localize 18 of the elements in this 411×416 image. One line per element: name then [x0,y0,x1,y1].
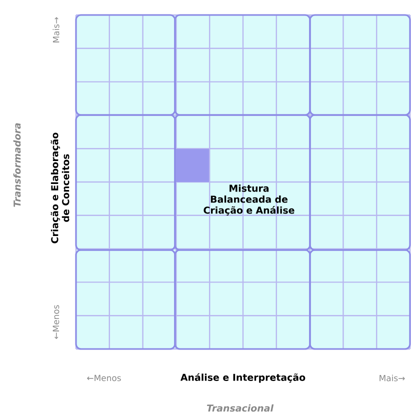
grid-block [309,249,411,350]
axis-end-label: Mais→ [52,17,60,42]
grid-block [75,114,176,251]
axis-end-label: Mais→ [380,374,405,382]
axis-label: Análise e Interpretação [180,373,306,383]
axis-title: Transacional [206,404,274,412]
grid-block [309,114,411,251]
grid-block [174,249,311,350]
axis-title: Transformadora [13,123,21,207]
highlight-square [176,149,209,182]
grid-block [309,14,411,116]
axis-end-label: ←Menos [87,374,121,382]
grid-block [75,14,176,116]
grid-block: Mistura Balanceada de Criação e Análise [174,114,311,251]
grid-block [174,14,311,116]
axis-label: Criação e Elaboração de Conceitos [50,132,70,244]
grid-block [75,249,176,350]
axis-end-label: ←Menos [52,305,60,339]
